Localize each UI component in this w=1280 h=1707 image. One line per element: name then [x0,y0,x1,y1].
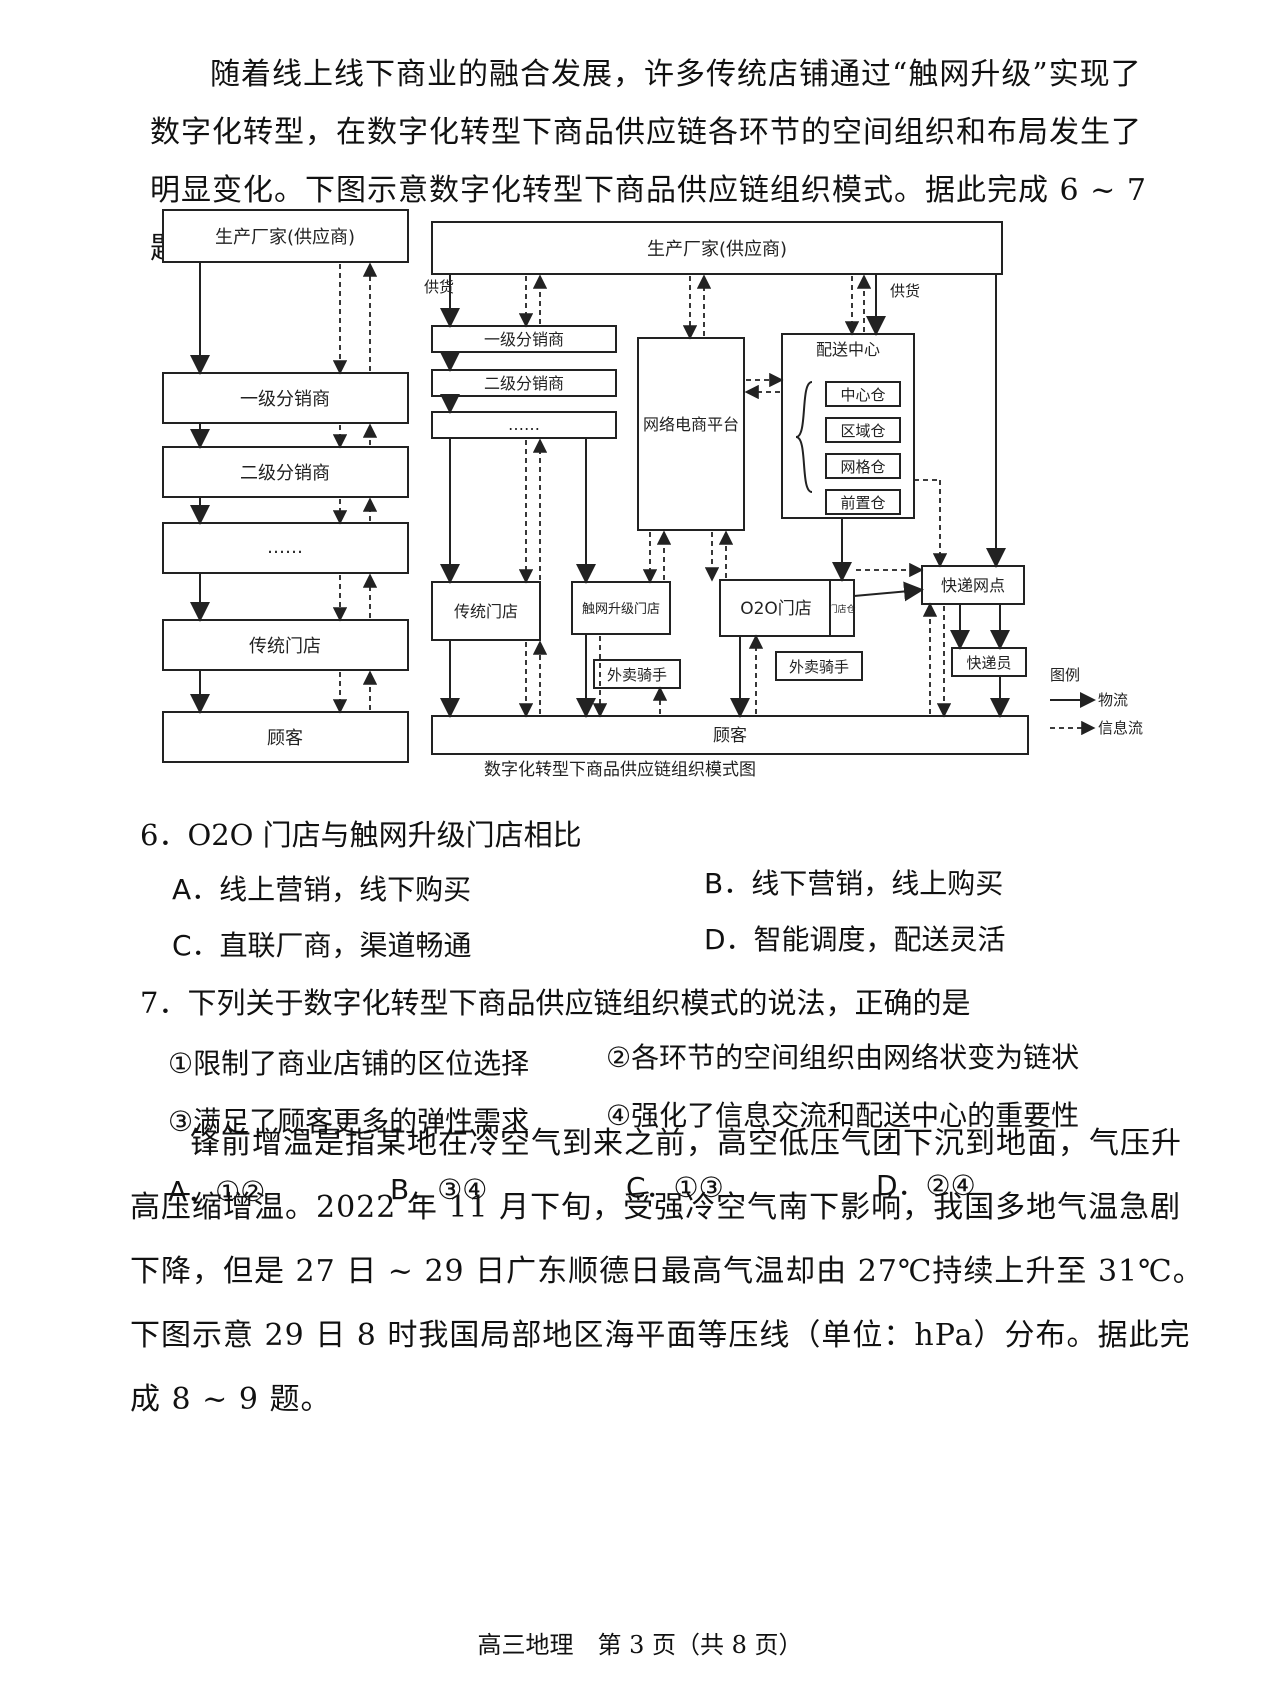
q7-statement-2: ②各环节的空间组织由网络状变为链状 [606,1041,1080,1074]
warehouse-brace [795,381,813,493]
express-point-label: 快递网点 [941,576,1005,595]
left-store-box [162,619,409,671]
store-warehouse-label: 门店仓 [828,603,855,615]
supply-label-left: 供货 [424,278,454,296]
q7-option-c: C．①③ [626,1171,724,1204]
upgraded-store-label: 触网升级门店 [582,602,660,617]
right-level1-label: 一级分销商 [484,330,564,349]
warehouse-box-2 [825,417,901,443]
traditional-store-label: 传统门店 [454,602,518,621]
rider-label-1: 外卖骑手 [607,666,667,684]
right-manufacturer-label: 生产厂家(供应商) [647,239,787,260]
q6-option-c: C．直联厂商，渠道畅通 [172,929,472,962]
q6-stem: 6．O2O 门店与触网升级门店相比 [140,818,582,852]
passage-cold-front: 锋前增温是指某地在冷空气到来之前，高空低压气团下沉到地面，气压升高压缩增温。20… [130,1126,1204,1417]
right-level2-box [431,369,617,397]
right-customer-label: 顾客 [713,726,747,746]
right-dots-box [431,411,617,439]
legend-logistics-label: 物流 [1098,691,1128,709]
warehouse-label-3: 网格仓 [840,458,885,476]
left-level1-box [162,372,409,424]
left-level2-label: 二级分销商 [240,463,330,484]
express-point-box [921,565,1025,605]
courier-box [951,647,1027,677]
left-dots-box [162,522,409,574]
courier-label: 快递员 [966,654,1011,672]
q7-option-d: D．②④ [876,1169,976,1202]
q7-stem: 7．下列关于数字化转型下商品供应链组织模式的说法，正确的是 [140,986,971,1020]
legend-information-label: 信息流 [1098,719,1143,737]
q7-statement-1: ①限制了商业店铺的区位选择 [168,1047,530,1080]
left-manufacturer-label: 生产厂家(供应商) [215,227,355,248]
traditional-store-box [431,581,541,641]
left-manufacturer-box [162,209,409,263]
q6-option-d: D．智能调度，配送灵活 [704,923,1006,956]
left-level1-label: 一级分销商 [240,389,330,410]
right-level1-box [431,325,617,353]
left-level2-box [162,446,409,498]
upgraded-store-box [571,581,671,635]
left-store-label: 传统门店 [249,636,321,657]
warehouse-label-4: 前置仓 [840,494,885,512]
supply-label-right: 供货 [890,282,920,300]
right-dots-label: …… [508,415,540,434]
legend-title: 图例 [1050,666,1080,684]
rider-box-2 [775,651,863,681]
page-footer: 高三地理 第 3 页（共 8 页） [477,1631,803,1659]
q7-option-b: B．③④ [390,1173,488,1206]
warehouse-box-3 [825,453,901,479]
q6-option-b: B．线下营销，线上购买 [704,867,1004,900]
rider-box-1 [593,659,681,689]
right-manufacturer-box [431,221,1003,275]
right-logistics-arrows [440,274,1010,718]
rider-label-2: 外卖骑手 [789,658,849,676]
warehouse-label-2: 区域仓 [840,422,885,440]
distribution-center-label: 配送中心 [816,340,880,359]
left-information-arrows [332,262,378,714]
right-information-arrows [518,274,952,718]
q7-statement-3: ③满足了顾客更多的弹性需求 [168,1105,530,1138]
left-customer-label: 顾客 [267,728,303,749]
o2o-store-label: O2O门店 [740,599,812,619]
warehouse-label-1: 中心仓 [840,386,885,404]
ecommerce-platform-label: 网络电商平台 [643,415,739,434]
q7-statement-4: ④强化了信息交流和配送中心的重要性 [606,1099,1080,1132]
q6-option-a: A．线上营销，线下购买 [172,873,472,906]
warehouse-box-4 [825,489,901,515]
right-level2-label: 二级分销商 [484,374,564,393]
supply-chain-diagram: 生产厂家(供应商) 一级分销商 二级分销商 …… 传统门店 顾客 生产厂家(供应… [162,209,1143,780]
left-customer-box [162,711,409,763]
left-dots-label: …… [267,537,303,558]
right-customer-box [431,715,1029,755]
q7-option-a: A．①② [168,1175,266,1208]
ecommerce-platform-box [637,337,745,531]
warehouse-box-1 [825,381,901,407]
diagram-caption: 数字化转型下商品供应链组织模式图 [484,760,756,780]
